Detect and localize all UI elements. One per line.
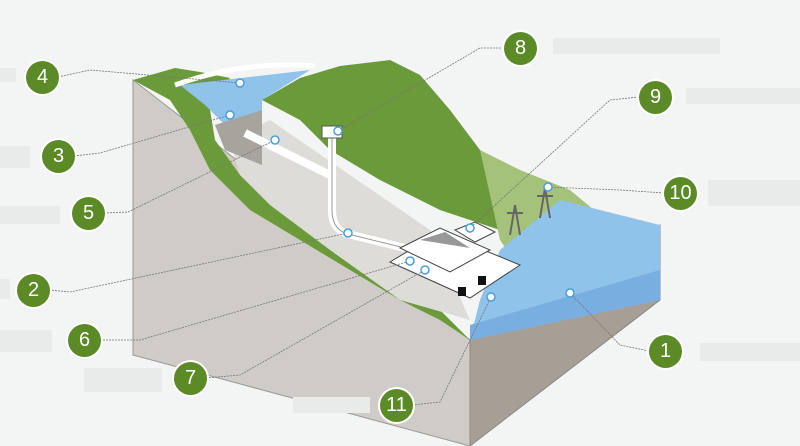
label-box-3: [0, 146, 30, 168]
dam-crest: [174, 62, 316, 88]
callout-11: 11: [380, 389, 413, 422]
callout-3: 3: [42, 140, 75, 173]
label-box-4: [0, 68, 16, 82]
callout-7: 7: [174, 362, 207, 395]
powerhouse-building: [398, 227, 492, 273]
river-front: [470, 270, 660, 340]
callout-1: 1: [649, 335, 682, 368]
label-box-10: [708, 180, 800, 206]
left-ridge-grass: [133, 68, 470, 340]
callout-5: 5: [72, 197, 105, 230]
callout-8: 8: [504, 32, 537, 65]
label-box-8: [553, 38, 720, 54]
pylon-icon: [537, 187, 553, 219]
callout-9: 9: [639, 81, 672, 114]
reservoir-water: [180, 70, 310, 125]
callout-6: 6: [68, 324, 101, 357]
label-box-6: [0, 330, 52, 352]
label-box-5: [0, 206, 60, 224]
marker-points: [225, 78, 575, 302]
leader-lines: [48, 47, 665, 406]
callout-4: 4: [26, 61, 59, 94]
outlet: [458, 287, 466, 296]
right-hill-grass: [262, 60, 560, 240]
pylon-icon: [507, 204, 523, 236]
outlet: [478, 276, 486, 285]
dam-wall: [215, 110, 262, 165]
intake-pipe: [243, 129, 332, 179]
callout-10: 10: [664, 177, 697, 210]
label-box-1: [700, 343, 800, 361]
callout-2: 2: [17, 274, 50, 307]
label-box-7: [84, 368, 162, 392]
label-box-2: [0, 279, 10, 299]
label-box-9: [686, 88, 800, 104]
label-box-11: [293, 397, 370, 413]
